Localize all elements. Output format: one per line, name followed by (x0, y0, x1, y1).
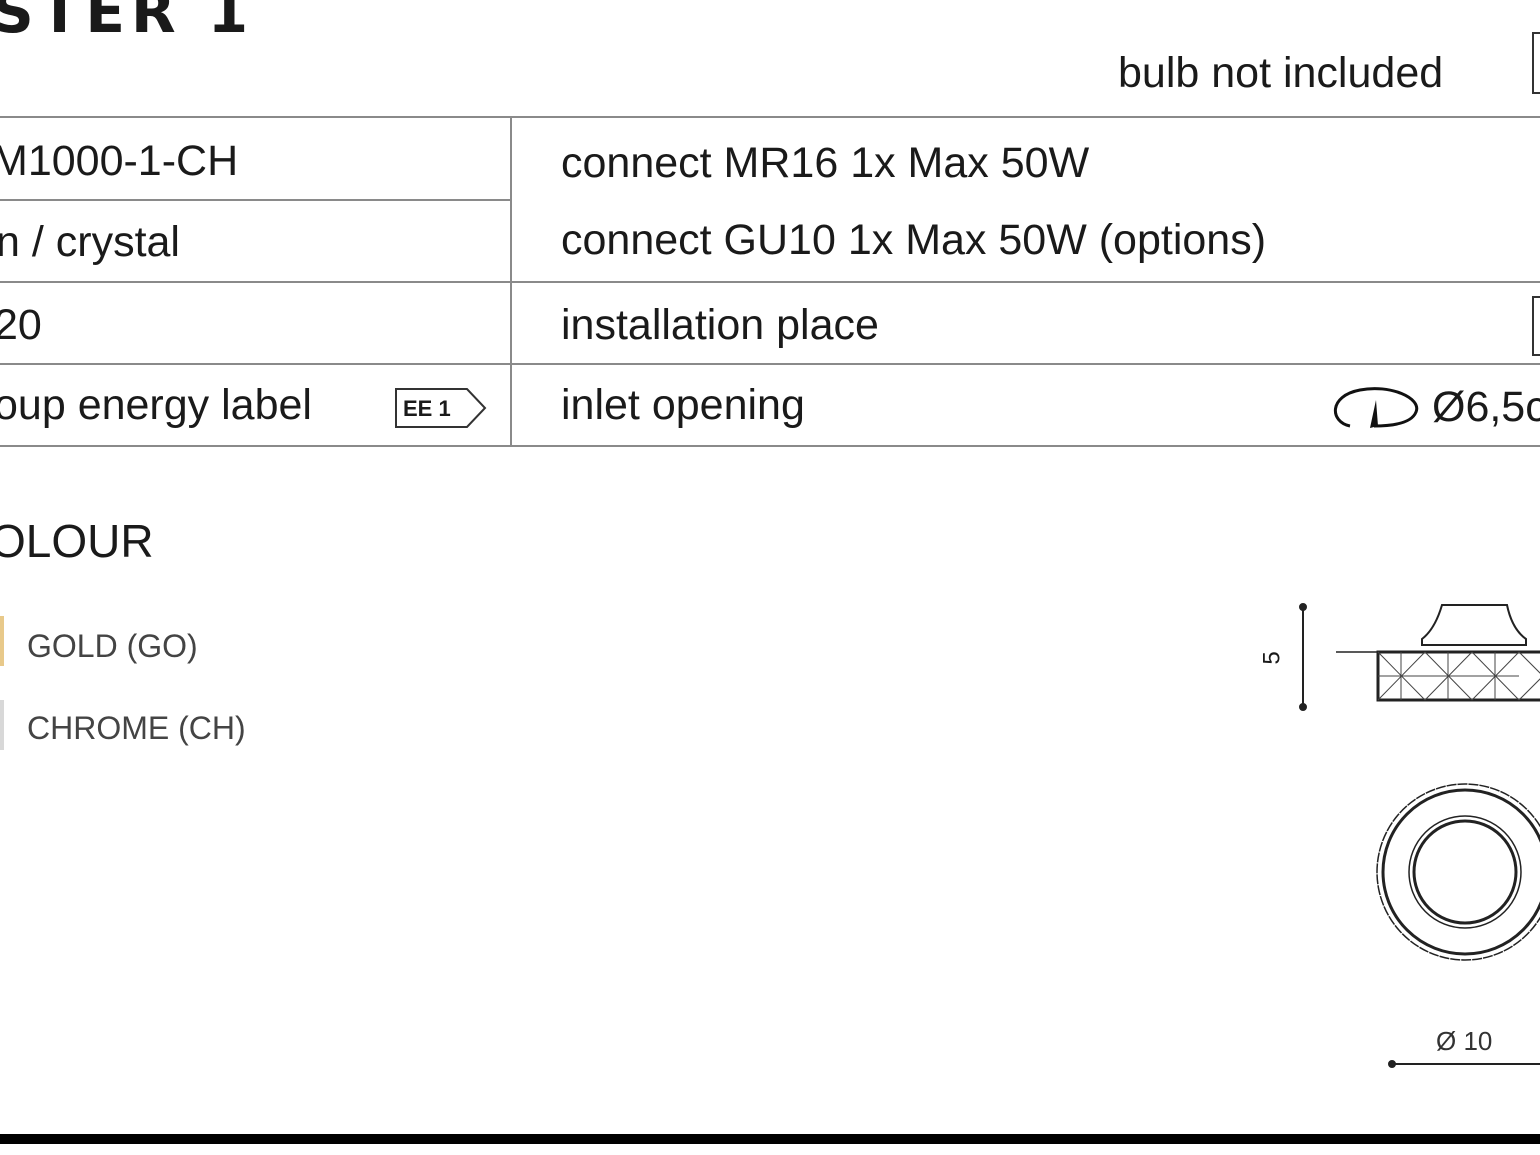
colour-option-chrome[interactable]: CHROME (CH) (27, 710, 246, 746)
bulb-note: bulb not included (1118, 49, 1444, 97)
connect-mr16: connect MR16 1x Max 50W (561, 139, 1090, 187)
table-border-top (0, 116, 1540, 118)
installation-place: installation place (561, 301, 879, 349)
inlet-diameter: Ø6,5c (1432, 383, 1540, 431)
bulb-icon (1532, 32, 1540, 94)
energy-badge-icon (395, 388, 487, 428)
table-divider (0, 199, 511, 201)
side-view (1336, 604, 1540, 702)
voltage: 20 (0, 301, 42, 349)
connect-gu10: connect GU10 1x Max 50W (options) (561, 216, 1267, 264)
energy-label-badge: EE 1 (395, 387, 487, 434)
material: n / crystal (0, 218, 180, 266)
table-column-divider (510, 116, 512, 447)
gold-swatch[interactable] (0, 616, 4, 666)
chrome-swatch[interactable] (0, 700, 4, 750)
inlet-opening-icon (1333, 387, 1419, 428)
table-divider (0, 281, 1540, 283)
colour-option-gold[interactable]: GOLD (GO) (27, 628, 198, 664)
height-dimension (1299, 603, 1307, 711)
height-label: 5 (1258, 651, 1286, 665)
table-border-bottom (0, 445, 1540, 447)
inlet-opening: inlet opening (561, 381, 805, 429)
diameter-dimension (1388, 1060, 1540, 1068)
energy-label-text: oup energy label (0, 381, 312, 429)
product-code: M1000-1-CH (0, 137, 239, 185)
colour-heading: OLOUR (0, 515, 154, 567)
product-title: STER 1 (0, 0, 255, 46)
diameter-label: Ø 10 (1436, 1026, 1493, 1056)
footer-rule (0, 1134, 1540, 1144)
technical-drawing (1299, 603, 1540, 1068)
ceiling-icon (1532, 296, 1540, 356)
top-view (1376, 783, 1540, 961)
table-divider (0, 363, 1540, 365)
energy-badge-label: EE 1 (403, 396, 451, 421)
